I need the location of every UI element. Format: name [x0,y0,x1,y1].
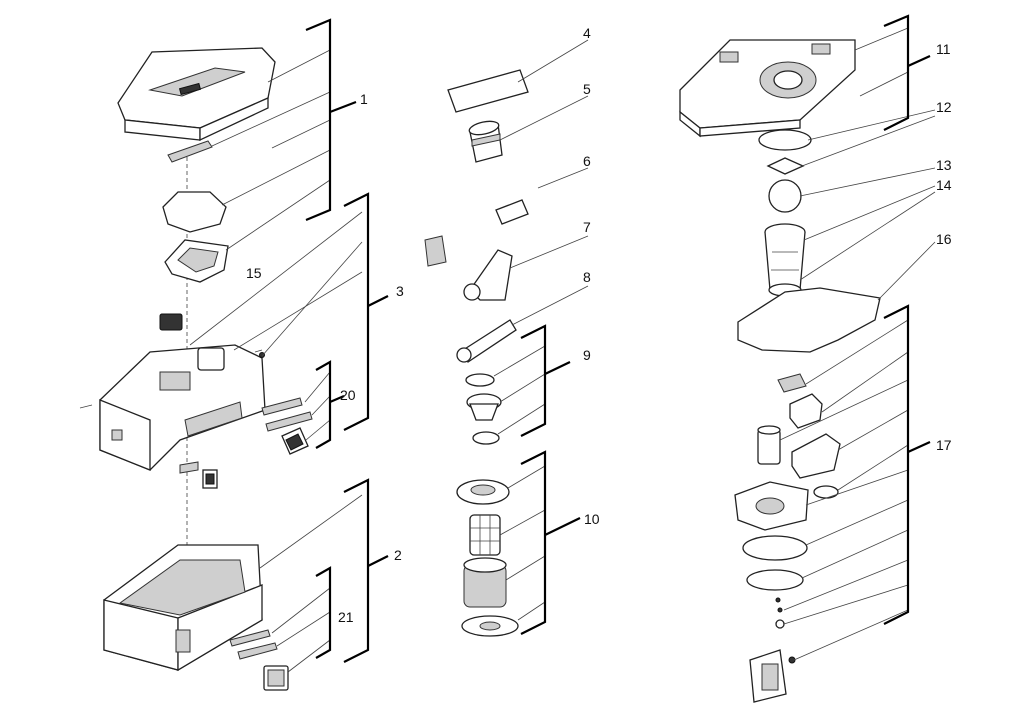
callout-9: 9 [583,347,591,363]
callout-7: 7 [583,219,591,235]
callout-15: 15 [246,265,262,281]
callout-12: 12 [936,99,952,115]
callout-21: 21 [338,609,354,625]
battery-terminal-parts [261,397,313,455]
left-brackets [305,18,389,663]
callout-17: 17 [936,437,952,453]
switch-part [159,313,183,331]
left-leader-lines [189,49,363,673]
seal-ring-part [758,129,812,151]
callout-10: 10 [584,511,600,527]
connector-part [179,461,218,489]
hose-part [422,169,543,267]
latch-part [167,140,213,163]
callout-20: 20 [340,387,356,403]
filter-stack-parts [456,479,519,637]
hose-cuff-part [468,120,503,163]
ball-cage-part [766,157,805,175]
inlet-port-parts [465,373,502,445]
callout-14: 14 [936,177,952,193]
callout-2: 2 [394,547,402,563]
main-gasket-part [737,287,881,353]
lid-gasket-part [162,191,227,233]
housing-screws [79,349,265,409]
callout-16: 16 [936,231,952,247]
label-sheet-part [447,69,529,113]
callout-6: 6 [583,153,591,169]
callout-13: 13 [936,157,952,173]
callout-11: 11 [936,41,951,57]
middle-leader-lines [493,39,589,621]
tank-hardware-parts [229,629,289,691]
main-housing-part [99,344,266,471]
crevice-tool-part [456,319,517,363]
bottom-tank-part [103,544,263,672]
floor-nozzle-part [463,249,513,301]
middle-brackets [520,324,581,635]
right-leader-lines [779,27,936,661]
callout-8: 8 [583,269,591,285]
float-ball-part [768,179,802,213]
right-brackets [883,14,931,625]
float-cage-part [764,223,806,297]
callout-4: 4 [583,25,591,41]
top-cover-part [117,47,276,142]
callout-1: 1 [360,91,368,107]
callout-3: 3 [396,283,404,299]
motor-plate-part [679,39,856,138]
callout-5: 5 [583,81,591,97]
filter-tray-part [164,239,229,283]
motor-assembly-parts [734,373,841,703]
